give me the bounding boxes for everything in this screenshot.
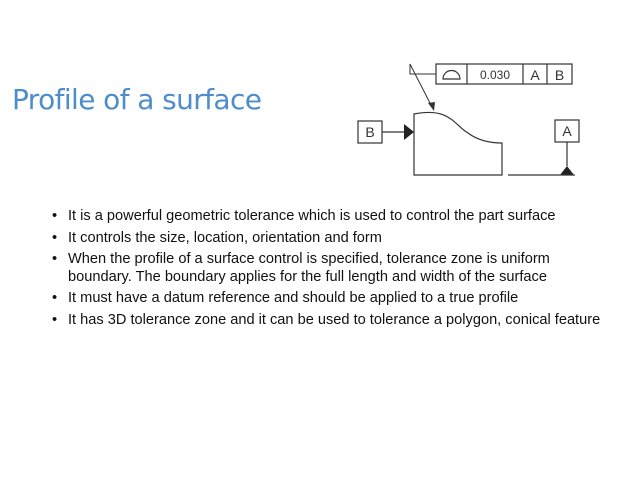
bullet-item: It is a powerful geometric tolerance whi… [48, 208, 604, 226]
bullet-item: It must have a datum reference and shoul… [48, 290, 604, 308]
datum-b-label: B [365, 124, 374, 140]
datum-ref-primary: A [530, 67, 540, 83]
slide-title: Profile of a surface [12, 83, 262, 116]
datum-b-symbol: B [357, 120, 414, 144]
bullet-list: It is a powerful geometric tolerance whi… [48, 208, 604, 333]
gdt-drawing: 0.030 A B B A [357, 63, 580, 176]
datum-ref-secondary: B [555, 67, 564, 83]
bullet-item: When the profile of a surface control is… [48, 251, 604, 286]
bullet-item: It controls the size, location, orientat… [48, 230, 604, 248]
leader-arrow [409, 63, 436, 111]
bullet-item: It has 3D tolerance zone and it can be u… [48, 312, 604, 330]
profile-of-surface-icon [442, 69, 461, 80]
datum-a-label: A [562, 123, 572, 139]
tolerance-value: 0.030 [480, 68, 510, 82]
datum-a-symbol: A [508, 119, 580, 176]
part-outline [413, 111, 503, 176]
feature-control-frame: 0.030 A B [435, 63, 573, 85]
